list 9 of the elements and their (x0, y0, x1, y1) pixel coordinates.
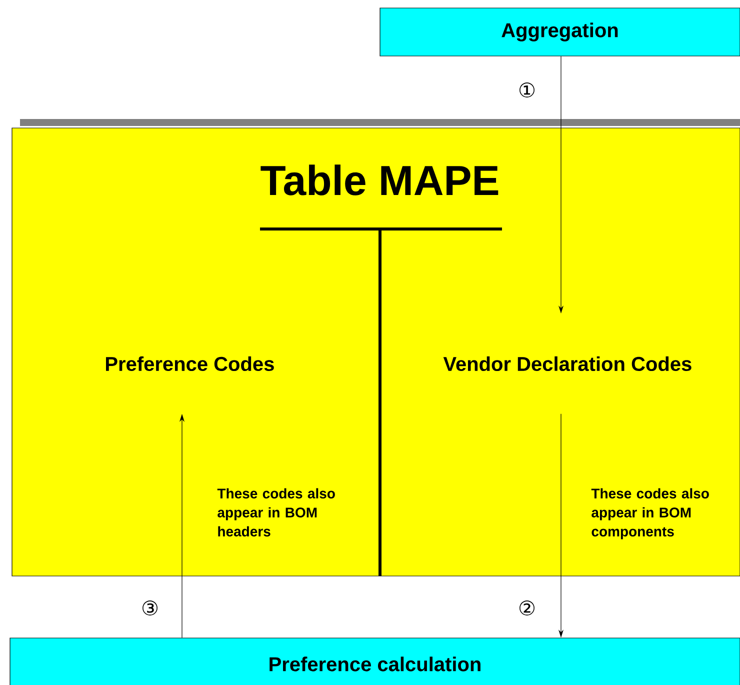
note-text: These codes also appear in BOM headers (217, 488, 335, 536)
edge-label: ② (517, 600, 537, 616)
calculation-box: Preference calculation (10, 638, 740, 685)
edge-label: ① (517, 82, 537, 98)
code-heading: Vendor Declaration Codes (443, 356, 692, 372)
note-text: These codes also appear in BOM components (591, 488, 709, 540)
edge-label: ③ (140, 600, 160, 616)
aggregation-box: Aggregation (380, 8, 740, 56)
code-heading: Preference Codes (106, 356, 274, 372)
